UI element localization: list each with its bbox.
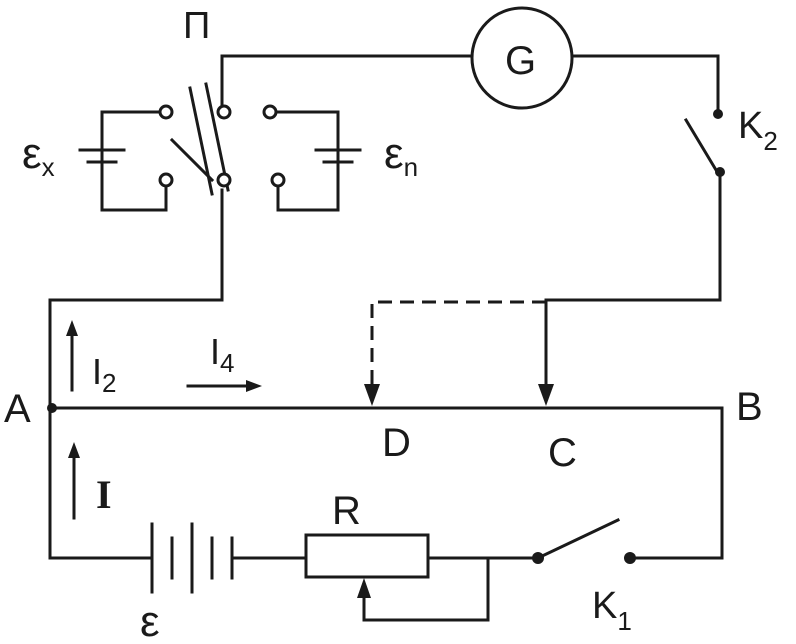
wire-switch-to-galvanometer (220, 54, 474, 114)
galvanometer-label: G (505, 39, 536, 83)
wire-a-to-switch (48, 188, 224, 410)
key2-lever (683, 117, 719, 173)
key2-contact-top (713, 109, 723, 119)
switch-label: П (183, 5, 210, 47)
key1-lever (536, 518, 620, 560)
cell-emf-n (274, 110, 362, 212)
current-label: I (96, 472, 112, 517)
current-i2-arrow (66, 320, 78, 392)
resistor-r (304, 533, 430, 579)
key2-label: K2 (738, 105, 778, 156)
resistor-label: R (332, 489, 361, 533)
emf-n-label: εn (384, 129, 418, 182)
point-d-label: D (382, 421, 411, 465)
cell-emf-x (78, 110, 168, 212)
point-a-label: A (4, 387, 31, 431)
contact-d-arrow (364, 384, 380, 406)
galvanometer (470, 6, 574, 110)
point-c-label: C (548, 431, 577, 475)
wire-galvanometer-to-k2 (570, 54, 720, 112)
current-i-arrow (68, 442, 80, 520)
point-b-label: B (736, 385, 763, 429)
current-i4-arrow (186, 380, 262, 392)
current2-label: I2 (92, 351, 116, 398)
wire-k2-to-junction (544, 170, 722, 302)
rheostat-slider-wire (362, 556, 490, 622)
wire-a-to-battery (48, 406, 154, 560)
contact-c-arrow (538, 384, 554, 406)
emf-label: ε (140, 597, 160, 644)
key1-label: K1 (592, 585, 632, 636)
wire-k1-to-b (628, 406, 724, 560)
current4-label: I4 (210, 331, 234, 378)
contact-d-wire (370, 300, 546, 386)
emf-x-label: εx (22, 129, 55, 182)
rheostat-slider-arrow (357, 578, 371, 598)
battery-emf (150, 522, 234, 594)
